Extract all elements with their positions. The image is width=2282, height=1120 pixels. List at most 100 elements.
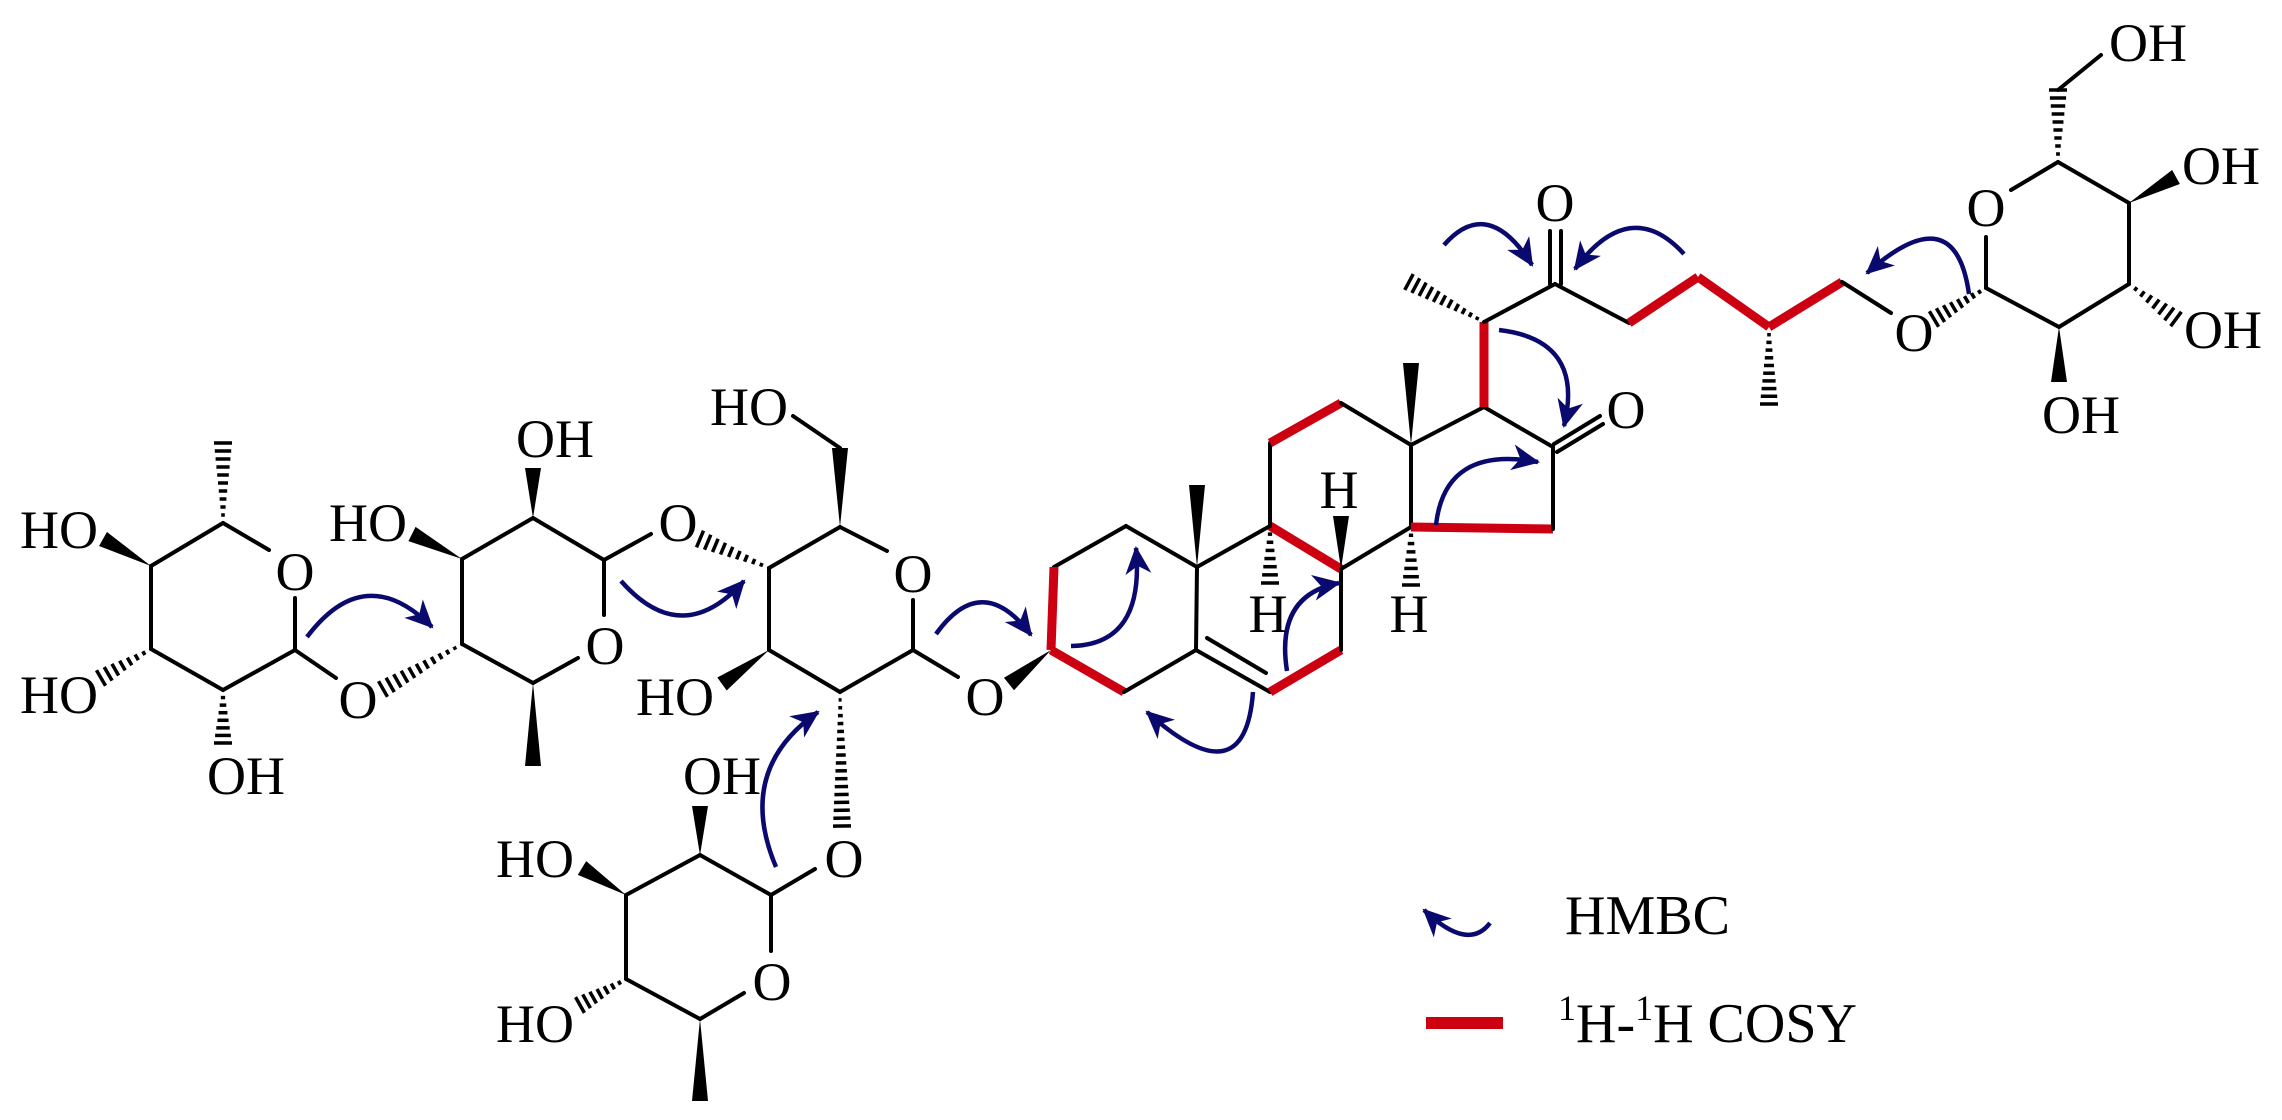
bond <box>767 525 842 570</box>
bond <box>698 853 773 897</box>
hash-bond-stroke <box>1460 307 1467 315</box>
bond <box>460 516 535 561</box>
bond <box>221 648 297 692</box>
hash-bond-stroke <box>2151 298 2161 310</box>
hash-bond-stroke <box>616 979 623 986</box>
hash-bond-stroke <box>1976 289 1983 295</box>
cosy-bond <box>1410 522 1554 534</box>
hash-bond-stroke <box>414 663 424 675</box>
hash-bond-stroke <box>407 666 417 679</box>
bond <box>531 656 580 685</box>
atom-label: O <box>1895 303 1934 363</box>
atom-label: OH <box>207 746 285 806</box>
hash-bond-stroke <box>1403 273 1415 291</box>
cosy-bond <box>1046 566 1059 651</box>
hash-bond-stroke <box>1955 298 1965 309</box>
hash-bond-stroke <box>2133 286 2139 292</box>
atom-label: HO <box>710 377 788 437</box>
hash-bond-stroke <box>1431 290 1441 303</box>
hash-bond-stroke <box>595 988 604 1000</box>
hash-bond-stroke <box>1467 311 1474 318</box>
atom-label: OH <box>2109 13 2187 73</box>
bond <box>1482 405 1555 449</box>
atom-label: OH <box>2042 385 2120 445</box>
bond <box>1840 280 1893 315</box>
bond <box>2056 53 2103 92</box>
bond <box>1122 648 1198 694</box>
wedge-bond <box>2129 169 2180 203</box>
hash-bond-stroke <box>602 985 610 995</box>
hash-bond-stroke <box>429 656 437 665</box>
hash-bond-stroke <box>710 538 720 553</box>
hash-bond-stroke <box>758 562 764 568</box>
wedge-bond <box>692 1019 708 1101</box>
hash-bond-stroke <box>1417 281 1428 297</box>
hash-bond-stroke <box>125 656 134 667</box>
atom-label: O <box>586 616 625 676</box>
bond <box>221 521 271 552</box>
atom-label: OH <box>2184 300 2262 360</box>
hmbc-arrow <box>305 593 434 639</box>
hash-bond-stroke <box>133 653 140 662</box>
hash-bond-stroke <box>399 669 410 684</box>
bond <box>791 414 842 450</box>
hash-bond-stroke <box>2163 306 2176 322</box>
hash-bond-stroke <box>574 996 586 1014</box>
hash-bond-stroke <box>581 993 592 1009</box>
bond <box>1205 636 1268 675</box>
cosy-bond <box>1766 278 1845 331</box>
wedge-bond <box>2051 327 2067 382</box>
hash-bond-stroke <box>1934 307 1947 323</box>
hash-bond-stroke <box>1941 304 1953 319</box>
hash-bond-stroke <box>2145 294 2154 304</box>
hash-bond-stroke <box>726 546 735 558</box>
bond <box>1124 524 1199 569</box>
hmbc-arrow <box>760 710 820 868</box>
hash-bond-stroke <box>392 673 403 689</box>
hmbc-arrow <box>619 579 746 618</box>
hash-bond-stroke <box>377 680 389 698</box>
cosy-bond <box>1626 273 1701 327</box>
hash-bond-stroke <box>588 990 598 1005</box>
bond <box>624 853 702 897</box>
legend-cosy-label: 1H-1H COSY <box>1558 988 1857 1055</box>
hash-bond-stroke <box>94 669 108 687</box>
hmbc-legend-arrow-icon <box>1422 908 1492 938</box>
wedge-bond <box>1403 363 1419 445</box>
hash-bond-stroke <box>384 676 396 693</box>
wedge-bond <box>692 806 708 855</box>
atom-label: O <box>894 544 933 604</box>
hash-bond-stroke <box>444 649 451 656</box>
bond <box>2056 160 2131 205</box>
atom-label: O <box>753 952 792 1012</box>
hash-bond-stroke <box>1439 294 1448 306</box>
atom-label: OH <box>2182 136 2260 196</box>
wedge-bond <box>525 468 541 518</box>
atom-label: O <box>276 542 315 602</box>
hash-bond-stroke <box>718 542 728 556</box>
bond <box>767 648 842 694</box>
bond <box>1482 282 1557 324</box>
bonds-layer <box>94 53 2183 1101</box>
atom-label: O <box>659 493 698 553</box>
atom-label: HO <box>20 665 98 725</box>
hash-bond-stroke <box>1453 303 1461 312</box>
hmbc-arrow <box>934 600 1033 637</box>
hash-bond-stroke <box>750 558 757 565</box>
hmbc-arrow <box>1145 691 1256 754</box>
atom-label: HO <box>496 994 574 1054</box>
hmbc-arrow <box>1865 236 1972 295</box>
hash-bond-stroke <box>110 663 121 677</box>
atom-label: O <box>966 667 1005 727</box>
hmbc-arrow <box>1070 546 1152 649</box>
bond <box>2057 282 2131 329</box>
bond <box>1194 565 1199 652</box>
hash-bond-stroke <box>1969 292 1977 300</box>
atom-label: OH <box>516 409 594 469</box>
bond <box>1195 524 1272 569</box>
wedge-bond <box>717 650 769 691</box>
bond <box>1555 422 1605 454</box>
hmbc-arrow <box>1573 225 1686 271</box>
hash-bond-stroke <box>1948 301 1959 314</box>
hash-bond-stroke <box>694 530 706 548</box>
